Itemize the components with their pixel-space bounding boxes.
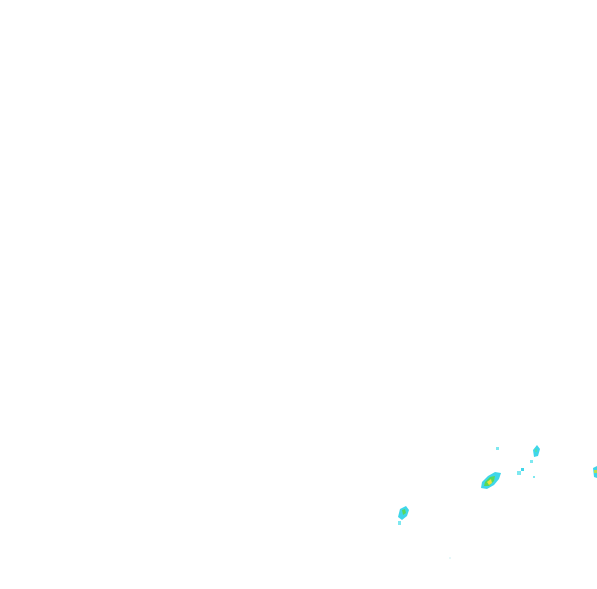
echo-pixel	[496, 447, 499, 450]
echo-pixel	[533, 476, 535, 478]
echo-pixel	[535, 449, 537, 452]
echo-cell	[487, 479, 492, 485]
echo-pixel	[521, 468, 524, 471]
echo-pixel	[398, 521, 401, 525]
echo-cluster-northeast	[530, 445, 540, 478]
echo-pixel	[517, 471, 521, 475]
echo-cluster-west	[398, 506, 409, 525]
echo-cluster-central	[481, 447, 524, 489]
echo-cluster-east-edge	[593, 466, 597, 478]
echo-pixel	[530, 460, 533, 463]
echo-pixel	[449, 557, 451, 559]
echo-cell	[402, 509, 406, 515]
echo-pixel	[594, 470, 597, 473]
